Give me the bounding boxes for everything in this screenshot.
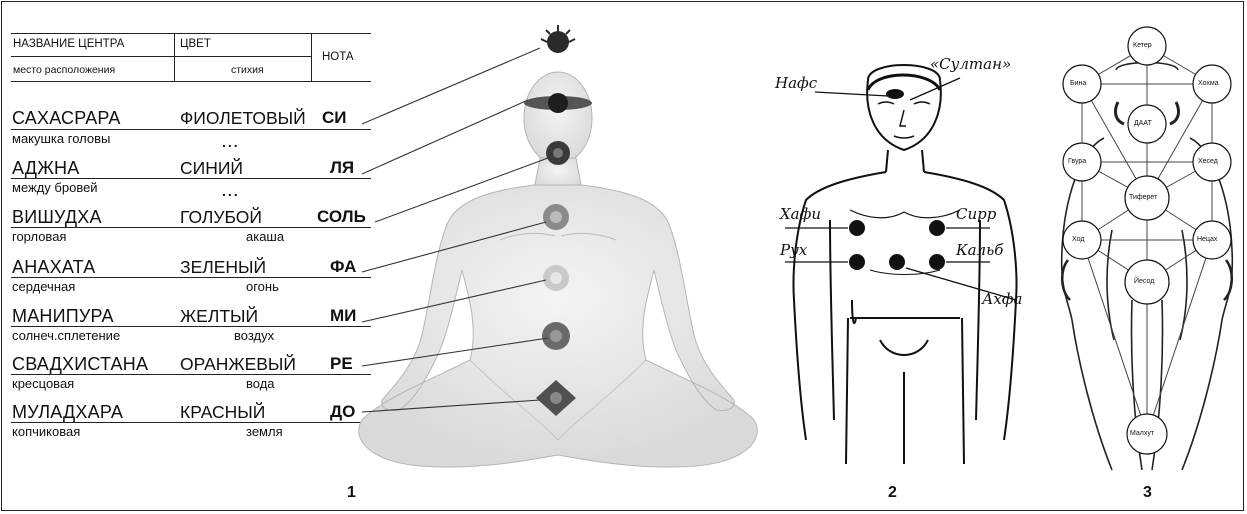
sephira-tiferet: Тиферет [1129, 194, 1157, 201]
sephira-binah: Бина [1070, 80, 1086, 87]
sephira-gevurah: Гвура [1068, 158, 1086, 165]
sephira-yesod: Йесод [1134, 278, 1154, 285]
sephira-chesed: Хесед [1198, 158, 1218, 165]
sephira-netzach: Нецах [1197, 236, 1217, 243]
sephira-malkuth: Малхут [1130, 430, 1154, 437]
sephira-chokhmah: Хохма [1198, 80, 1219, 87]
sephira-hod: Ход [1072, 236, 1084, 243]
sephira-daat: ДААТ [1134, 120, 1152, 127]
figure-label-3: 3 [1143, 484, 1152, 502]
sephira-keter: Кетер [1133, 42, 1152, 49]
